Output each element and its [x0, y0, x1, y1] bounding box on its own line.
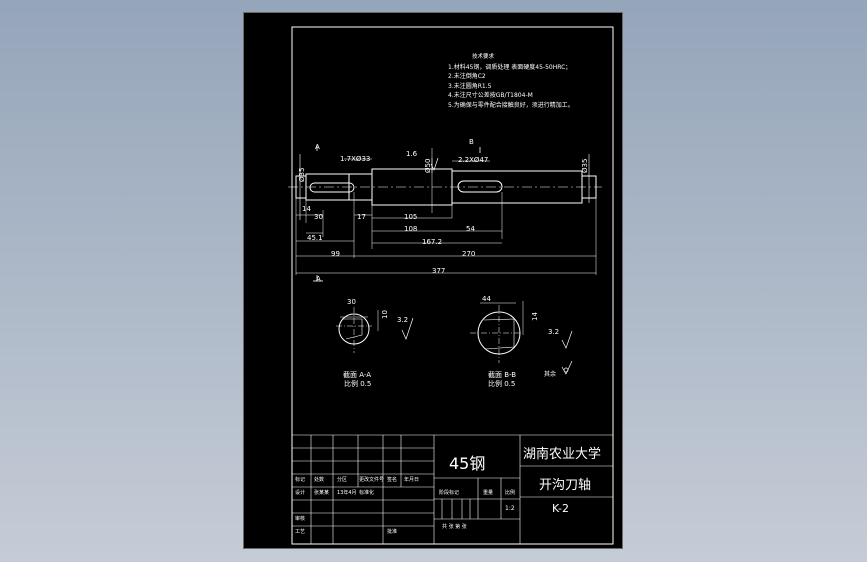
section-a-name: 截面 A-A	[343, 370, 371, 379]
section-a-rough: 3.2	[397, 316, 408, 324]
hdr-date: 年月日	[404, 477, 420, 483]
school-name: 湖南农业大学	[523, 447, 602, 462]
dim-30: 30	[314, 213, 323, 221]
section-a-width: 30	[347, 298, 356, 306]
section-b-width: 44	[482, 295, 491, 303]
review-label: 审核	[295, 516, 306, 522]
drawing-canvas: Ø35 1.7XØ33 1.6 Ø50 2.2XØ47 Ø35 A B A 14…	[288, 26, 614, 545]
part-name: 开沟刀轴	[539, 478, 592, 493]
drawing-sheet: Ø35 1.7XØ33 1.6 Ø50 2.2XØ47 Ø35 A B A 14…	[243, 12, 623, 549]
dim-377: 377	[432, 267, 445, 275]
dim-phi47: 2.2XØ47	[458, 156, 488, 164]
section-b-view	[470, 301, 524, 363]
technical-notes: 技术要求 1.材料45钢，调质处理 表面硬度45-50HRC； 2.未注倒角C2…	[448, 53, 574, 110]
notes-title: 技术要求	[472, 54, 495, 60]
hdr-count: 处数	[314, 477, 325, 483]
section-b-marker-top: B	[469, 138, 474, 146]
dimension-text-group: Ø35 1.7XØ33 1.6 Ø50 2.2XØ47 Ø35 A B A 14…	[298, 138, 589, 283]
dim-99: 99	[331, 250, 340, 258]
other-rough-label: 其余	[544, 370, 556, 378]
dim-phi35-right: Ø35	[581, 159, 589, 173]
note-item-3: 3.未注圆角R1.5	[448, 82, 492, 90]
dim-17: 17	[357, 213, 366, 221]
hdr-mark: 标记	[295, 477, 306, 483]
designer-name: 张某某	[314, 490, 330, 496]
note-item-5: 5.为确保与零件配合接触良好，须进行精加工。	[448, 101, 574, 109]
section-a-marker-bottom: A	[316, 275, 321, 283]
dim-105: 105	[404, 213, 417, 221]
section-a-height: 10	[381, 310, 389, 319]
section-a-marker-top: A	[315, 143, 320, 151]
drawing-number: K-2	[552, 502, 570, 515]
dim-451: 45.1	[307, 234, 323, 242]
weight-label: 重量	[483, 490, 494, 496]
hdr-docno: 更改文件号	[359, 477, 385, 483]
inner-frame	[291, 26, 614, 545]
section-b-name: 截面 B-B	[488, 370, 516, 379]
dim-phi33: 1.7XØ33	[340, 155, 370, 163]
shaft-outline	[295, 168, 597, 206]
hdr-zone: 分区	[337, 477, 348, 483]
design-date: 13年4月	[337, 490, 357, 496]
material-label: 45钢	[449, 454, 486, 473]
rough-16: 1.6	[406, 150, 418, 158]
note-item-2: 2.未注倒角C2	[448, 73, 486, 80]
design-label: 设计	[295, 490, 306, 496]
section-b-rough: 3.2	[548, 328, 559, 336]
roughness-symbols	[401, 157, 573, 375]
dim-phi35-left: Ø35	[298, 168, 306, 182]
stage-label: 阶段标记	[439, 490, 460, 496]
scale-value: 1:2	[505, 505, 515, 512]
dim-phi50: Ø50	[424, 159, 432, 173]
title-block-lines	[292, 434, 613, 544]
section-a-view	[336, 307, 379, 353]
dim-54: 54	[466, 225, 475, 233]
dim-14: 14	[302, 205, 311, 213]
scale-label: 比例	[505, 490, 516, 496]
section-cut-markers	[313, 145, 481, 282]
dim-1672: 167.2	[422, 238, 442, 246]
std-label: 标准化	[359, 490, 375, 496]
section-a-scale: 比例 0.5	[344, 379, 371, 388]
note-item-4: 4.未注尺寸公差按GB/T1804-M	[448, 92, 533, 99]
note-item-1: 1.材料45钢，调质处理 表面硬度45-50HRC；	[448, 63, 572, 71]
dim-108: 108	[404, 225, 417, 233]
approve-label: 批准	[387, 529, 398, 535]
section-text-group: 30 10 3.2 截面 A-A 比例 0.5 44 14 3.2 截面 B-B…	[343, 295, 559, 388]
dim-270: 270	[462, 250, 475, 258]
hdr-sign: 签名	[387, 477, 398, 483]
section-b-scale: 比例 0.5	[488, 379, 515, 388]
section-b-height: 14	[531, 312, 539, 321]
sheet-info: 共 张 第 张	[442, 524, 467, 530]
dimension-lines	[296, 154, 596, 274]
process-label: 工艺	[295, 529, 306, 535]
